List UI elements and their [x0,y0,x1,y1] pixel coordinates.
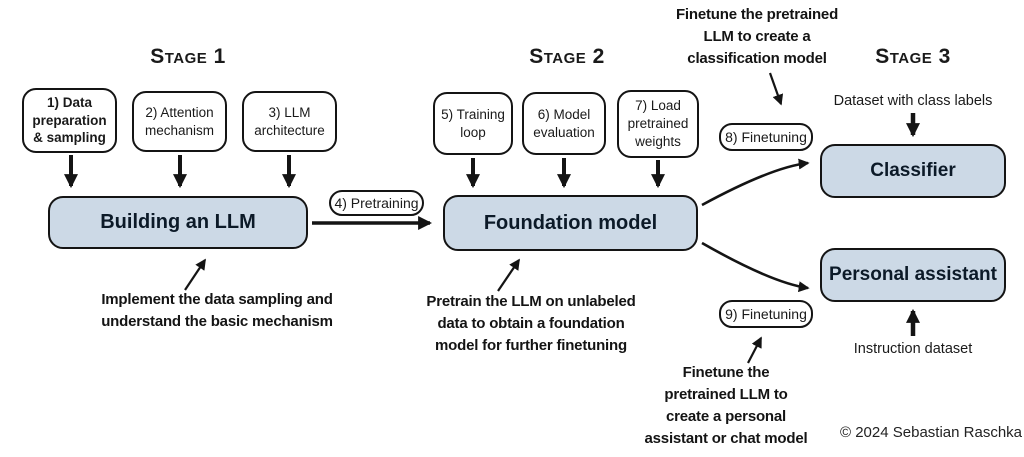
pill-pretraining: 4) Pretraining [329,190,424,216]
building-an-llm-box: Building an LLM [48,196,308,249]
stage-2-heading: Stage 2 [529,45,605,68]
arrow-assistant-note-to-finetuning9 [747,336,762,364]
dataset-class-labels-text: Dataset with class labels [833,93,993,109]
step-box-data-preparation: 1) Data preparation & sampling [22,88,117,153]
step-box-training-loop: 5) Training loop [433,92,513,155]
personal-assistant-box: Personal assistant [820,248,1006,302]
step-box-llm-architecture: 3) LLM architecture [242,91,337,152]
step-box-model-evaluation: 6) Model evaluation [522,92,606,155]
pill-finetuning-8: 8) Finetuning [719,123,813,151]
pill-finetuning-9: 9) Finetuning [719,300,813,328]
arrow-foundation-to-classifier [701,158,810,207]
finetune-classification-annotation: Finetune the pretrained LLM to create a … [675,6,839,67]
step-box-attention-mechanism: 2) Attention mechanism [132,91,227,152]
implement-annotation: Implement the data sampling and understa… [101,291,333,330]
copyright-text: © 2024 Sebastian Raschka [840,424,1022,441]
arrow-foundation-to-assistant [701,241,810,293]
pretrain-annotation: Pretrain the LLM on unlabeled data to ob… [426,293,636,354]
arrow-classification-note-to-finetuning8 [768,72,784,106]
step-box-load-pretrained-weights: 7) Load pretrained weights [617,90,699,158]
classifier-box: Classifier [820,144,1006,198]
instruction-dataset-text: Instruction dataset [853,341,973,357]
arrow-implement-note-to-building [184,258,206,291]
finetune-assistant-annotation: Finetune the pretrained LLM to create a … [644,364,808,447]
foundation-model-box: Foundation model [443,195,698,251]
arrow-pretrain-note-to-foundation [497,258,520,292]
stage-1-heading: Stage 1 [150,45,226,68]
stage-3-heading: Stage 3 [875,45,951,68]
